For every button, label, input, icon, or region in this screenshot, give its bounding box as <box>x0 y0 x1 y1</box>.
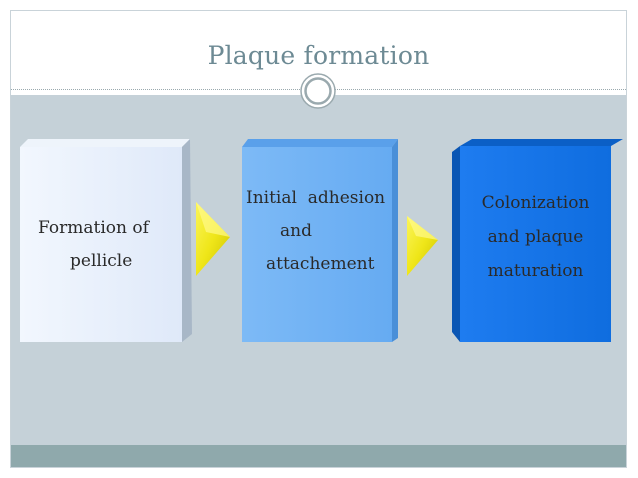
step-2-line-2: and <box>280 221 312 241</box>
footer-band <box>11 445 626 467</box>
arrow-2 <box>407 216 438 276</box>
step-box-2-side <box>392 139 398 342</box>
step-1-line-1: Formation of <box>38 218 149 238</box>
step-box-2-face <box>242 147 392 342</box>
step-box-3 <box>452 139 623 342</box>
step-box-2-top <box>242 139 398 147</box>
title-ornament <box>300 73 336 109</box>
step-box-1-side <box>182 139 192 342</box>
slide-title: Plaque formation <box>207 41 430 70</box>
step-3-line-2: and plaque <box>487 227 584 247</box>
step-box-3-face <box>460 146 611 342</box>
step-1-line-2: pellicle <box>70 251 133 271</box>
step-box-1 <box>20 139 192 342</box>
arrow-2-highlight <box>407 216 438 240</box>
step-box-1-top <box>20 139 190 147</box>
step-box-2 <box>242 139 398 342</box>
step-box-3-side <box>452 146 460 342</box>
step-label-2: Initial adhesion and attachement <box>242 182 392 281</box>
step-3-line-1: Colonization <box>481 193 590 213</box>
step-box-1-face <box>20 147 182 342</box>
step-box-3-top <box>460 139 623 146</box>
step-label-1: Formation of pellicle <box>20 212 182 278</box>
step-3-line-3: maturation <box>487 261 584 281</box>
step-2-line-1: Initial adhesion <box>246 188 386 208</box>
arrow-1 <box>196 202 230 276</box>
arrow-1-highlight <box>196 202 230 237</box>
step-label-3: Colonization and plaque maturation <box>460 186 611 288</box>
step-2-line-3: attachement <box>266 254 375 274</box>
